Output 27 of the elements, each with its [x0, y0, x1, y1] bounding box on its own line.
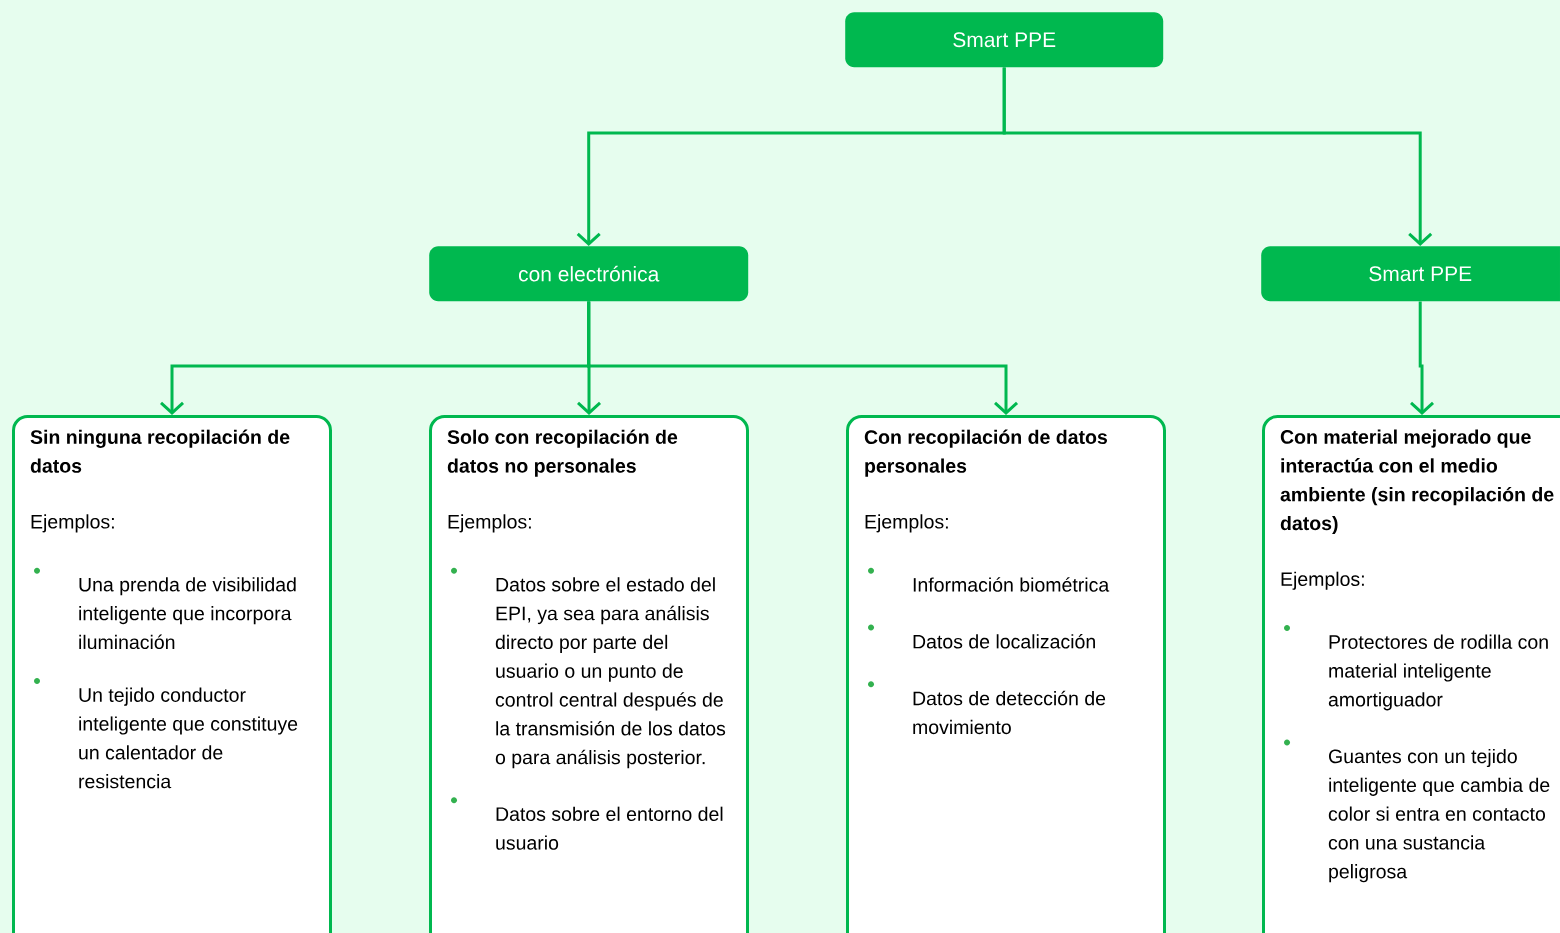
category-box: Smart PPE	[1261, 246, 1560, 302]
bullet-item: Datos de localización	[868, 624, 1095, 649]
card-heading: Sin ninguna recopilación de datos	[30, 429, 290, 473]
card-heading: Solo con recopilación de datos no personales	[447, 429, 678, 477]
category-box: con electrónica	[429, 246, 749, 302]
card-heading: Con recopilación de datos personales	[864, 429, 1107, 477]
bullet-item: Guantes con un tejido inteligente que cambia de color si entra en contacto con una sustancia peligrosa	[1284, 739, 1550, 883]
category-card	[12, 415, 332, 933]
category-card	[846, 415, 1166, 933]
category-card	[1262, 415, 1560, 933]
bullet-item: Datos de detección de movimiento	[868, 681, 1106, 735]
examples-label: Ejemplos:	[31, 514, 114, 533]
bullet-item: Datos sobre el entorno del usuario	[451, 797, 723, 850]
examples-label: Ejemplos:	[1281, 571, 1364, 590]
bullet-item: Una prenda de visibilidad inteligente que incorpora iluminación	[34, 567, 296, 650]
bullet-item: Información biométrica	[868, 567, 1110, 592]
arrow	[587, 301, 1018, 415]
card-heading: Con material mejorado que interactúa con el medio ambiente (sin recopilación de datos)	[1280, 429, 1554, 535]
category-box: Smart PPE	[845, 12, 1164, 68]
bullet-item: Datos sobre el estado del EPI, ya sea para análisis directo por parte del usuario o un punto de control central después de la transmisión de los datos o para análisis posterior.	[451, 567, 726, 769]
bullet-item: Un tejido conductor inteligente que constituye un calentador de resistencia	[34, 678, 298, 789]
examples-label: Ejemplos:	[865, 514, 948, 533]
examples-label: Ejemplos:	[448, 514, 531, 533]
arrow	[1002, 67, 1433, 246]
bullet-item: Protectores de rodilla con material inteligente amortiguador	[1284, 625, 1548, 711]
arrow	[1410, 301, 1434, 415]
category-card	[429, 415, 749, 933]
